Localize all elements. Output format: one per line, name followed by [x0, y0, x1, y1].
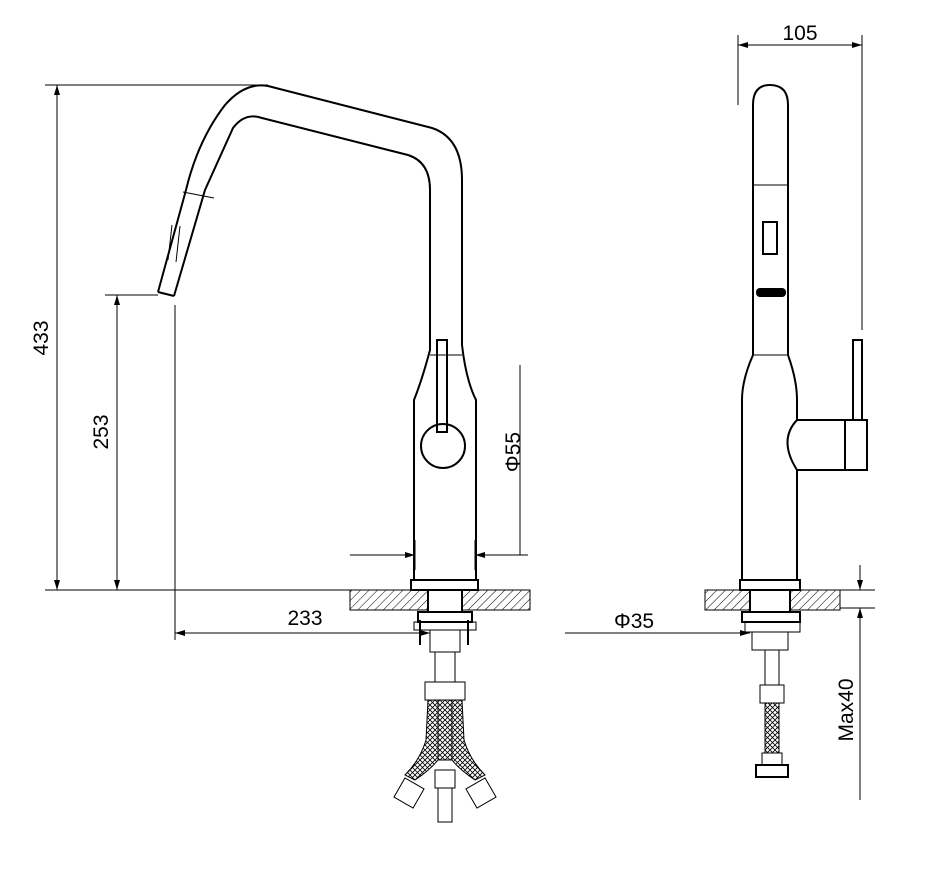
dim-spout-height: 253	[90, 414, 113, 449]
dim-total-height: 433	[30, 320, 53, 355]
dim-width: 105	[782, 22, 817, 45]
dim-body-diameter: Φ55	[502, 432, 525, 472]
dimension-lines	[45, 35, 875, 800]
dim-spout-reach: 233	[287, 607, 322, 630]
dim-max-thickness: Max40	[835, 678, 858, 741]
front-view	[157, 84, 531, 823]
side-view	[704, 83, 868, 778]
dim-hole-diameter: Φ35	[614, 610, 654, 633]
